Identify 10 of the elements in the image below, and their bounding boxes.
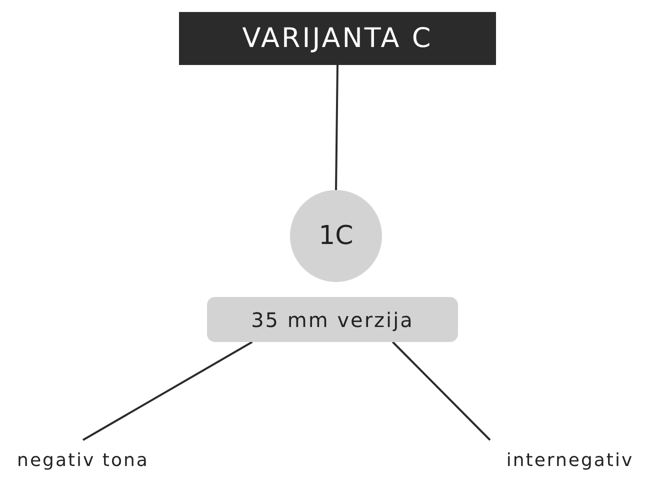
node-label: 1C — [318, 221, 354, 251]
node-label: 35 mm verzija — [251, 308, 414, 332]
node-label: negativ tona — [17, 450, 149, 470]
node-label: VARIJANTA C — [242, 23, 433, 54]
node-label: internegativ — [506, 450, 634, 470]
connector-line — [335, 64, 338, 190]
title-box — [179, 12, 496, 65]
connector-line — [392, 341, 491, 441]
rounded-box — [207, 297, 458, 342]
connector-line — [82, 341, 253, 441]
